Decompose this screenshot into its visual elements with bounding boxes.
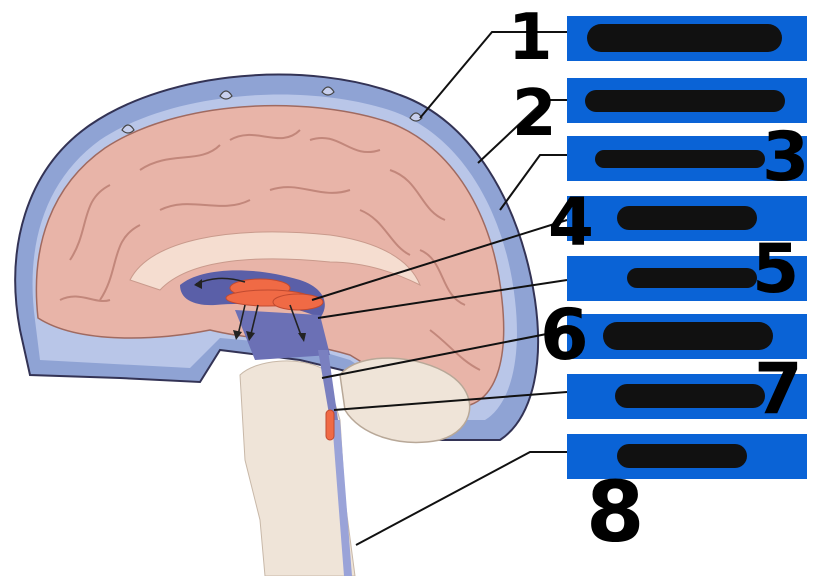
label-number-6: 6 — [540, 294, 589, 376]
label-number-1: 1 — [508, 1, 553, 75]
redaction-8 — [617, 444, 747, 468]
redaction-5 — [627, 268, 757, 288]
label-box-4[interactable] — [567, 196, 807, 241]
choroid-plexus — [225, 278, 335, 441]
label-number-4: 4 — [548, 184, 594, 261]
label-box-5[interactable] — [567, 256, 807, 301]
leader-lines — [311, 31, 568, 546]
label-number-5: 5 — [752, 230, 800, 309]
label-number-8: 8 — [586, 463, 645, 561]
label-box-7[interactable] — [567, 374, 807, 419]
label-box-6[interactable] — [567, 314, 807, 359]
redaction-6 — [603, 322, 773, 350]
third-ventricle — [235, 310, 330, 360]
label-number-7: 7 — [754, 348, 803, 430]
arrowheads — [194, 279, 306, 342]
label-box-2[interactable] — [567, 78, 807, 123]
label-number-2: 2 — [512, 77, 557, 151]
cerebellum — [339, 357, 471, 444]
corpus-callosum — [129, 231, 421, 291]
label-box-1[interactable] — [567, 16, 807, 61]
central-canal — [332, 420, 352, 576]
redaction-4 — [617, 206, 757, 230]
redaction-7 — [615, 384, 765, 408]
cerebral-aqueduct — [318, 350, 338, 420]
redaction-3 — [595, 150, 765, 168]
label-box-8[interactable] — [567, 434, 807, 479]
redaction-2 — [585, 90, 785, 112]
gyri-lines — [59, 129, 481, 371]
redaction-1 — [587, 24, 782, 52]
label-number-3: 3 — [762, 118, 810, 197]
arachnoid-granulations — [121, 86, 423, 134]
label-box-3[interactable] — [567, 136, 807, 181]
